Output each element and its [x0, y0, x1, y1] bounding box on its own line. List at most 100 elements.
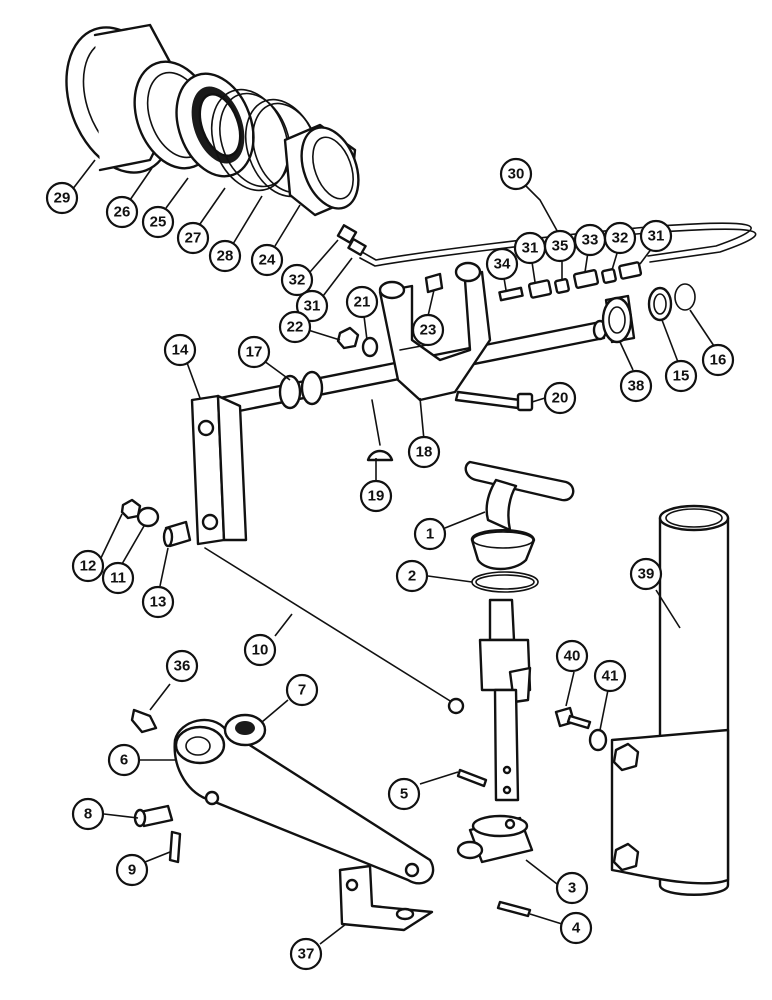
part-3-coupling [456, 814, 534, 864]
part-2-o-ring [471, 571, 539, 593]
svg-text:18: 18 [416, 444, 433, 461]
svg-text:41: 41 [602, 668, 619, 685]
part-10-rod [204, 547, 465, 715]
part-19-key [366, 399, 394, 462]
svg-text:25: 25 [150, 214, 167, 231]
part-4-pin [496, 900, 532, 918]
svg-text:23: 23 [420, 322, 437, 339]
callout-3: 3 [555, 871, 589, 905]
svg-text:9: 9 [128, 862, 136, 879]
part-6-pedal-arm [173, 718, 435, 885]
svg-text:21: 21 [354, 294, 371, 311]
part-23-grease-nipple [424, 272, 444, 294]
callout-26: 26 [105, 195, 139, 229]
svg-text:39: 39 [638, 566, 655, 583]
part-40-bolt [554, 706, 592, 730]
part-31-union-left [347, 237, 367, 257]
callout-12: 12 [71, 549, 105, 583]
part-16-clip [674, 283, 696, 311]
part-27-spring-ring [210, 88, 291, 192]
callout-37: 37 [289, 937, 323, 971]
part-25-bearing [175, 72, 255, 178]
callout-40: 40 [555, 639, 589, 673]
svg-text:2: 2 [408, 568, 416, 585]
callout-24: 24 [250, 243, 284, 277]
callout-1: 1 [413, 517, 447, 551]
callout-22: 22 [278, 310, 312, 344]
part-1-shift-lever [464, 460, 575, 571]
part-11-nut [136, 506, 160, 528]
part-7-bush [223, 713, 267, 747]
svg-text:36: 36 [174, 658, 191, 675]
part-24-sleeve [283, 123, 360, 217]
svg-text:17: 17 [246, 344, 263, 361]
part-34-pin [498, 286, 524, 302]
svg-text:12: 12 [80, 558, 97, 575]
part-38-bushing [601, 294, 636, 344]
callout-4: 4 [559, 911, 593, 945]
part-37-bracket [338, 864, 434, 932]
callout-29: 29 [45, 181, 79, 215]
callout-36: 36 [165, 649, 199, 683]
fittings-row [498, 261, 643, 302]
callout-7: 7 [285, 673, 319, 707]
leader-lines [71, 159, 715, 945]
callout-23: 23 [411, 313, 445, 347]
svg-text:19: 19 [368, 488, 385, 505]
svg-text:34: 34 [494, 256, 511, 273]
svg-text:27: 27 [185, 230, 202, 247]
svg-text:10: 10 [252, 642, 269, 659]
svg-text:6: 6 [120, 752, 128, 769]
part-9-split-pin [168, 830, 182, 864]
svg-text:31: 31 [648, 228, 665, 245]
part-35-washer [554, 278, 570, 294]
svg-text:11: 11 [110, 570, 126, 587]
svg-text:31: 31 [304, 298, 321, 315]
callout-32-right: 32 [603, 221, 637, 255]
callout-5: 5 [387, 777, 421, 811]
part-41-washer [588, 728, 608, 752]
callout-25: 25 [141, 205, 175, 239]
svg-text:35: 35 [552, 238, 569, 255]
callout-6: 6 [107, 743, 141, 777]
callout-20: 20 [543, 381, 577, 415]
callout-27: 27 [176, 221, 210, 255]
callout-2: 2 [395, 559, 429, 593]
callout-15: 15 [664, 359, 698, 393]
callout-11: 11 [101, 561, 135, 595]
svg-text:40: 40 [564, 648, 581, 665]
part-14-lever-arm [190, 394, 248, 546]
callout-31-left: 31 [295, 289, 329, 323]
part-22-nut [336, 326, 360, 350]
svg-text:13: 13 [150, 594, 167, 611]
svg-text:29: 29 [54, 190, 71, 207]
callout-34: 34 [485, 247, 519, 281]
callout-31-right: 31 [639, 219, 673, 253]
callout-38: 38 [619, 369, 653, 403]
part-32-nipple [601, 268, 617, 284]
callout-10: 10 [243, 633, 277, 667]
callout-19: 19 [359, 479, 393, 513]
svg-text:24: 24 [259, 252, 276, 269]
part-36-grease-fitting [130, 708, 158, 734]
part-20-bolt [454, 390, 534, 412]
svg-text:26: 26 [114, 204, 131, 221]
part-32-nipple-left [336, 224, 358, 244]
svg-text:38: 38 [628, 378, 645, 395]
part-13-trunnion [162, 520, 192, 548]
lever-shaft [478, 598, 532, 802]
part-15-seal [647, 286, 673, 322]
svg-text:7: 7 [298, 682, 306, 699]
part-5-pin [456, 768, 488, 788]
callout-30: 30 [499, 157, 533, 191]
part-8-pin [133, 804, 174, 828]
callout-28: 28 [208, 239, 242, 273]
callout-8: 8 [71, 797, 105, 831]
callout-39: 39 [629, 557, 663, 591]
part-31-fitting [527, 279, 553, 299]
callouts: 29 26 25 27 28 24 30 32 31 34 31 35 33 3… [45, 157, 735, 971]
callout-21: 21 [345, 285, 379, 319]
svg-text:31: 31 [522, 240, 539, 257]
callout-35: 35 [543, 229, 577, 263]
svg-text:15: 15 [673, 368, 690, 385]
